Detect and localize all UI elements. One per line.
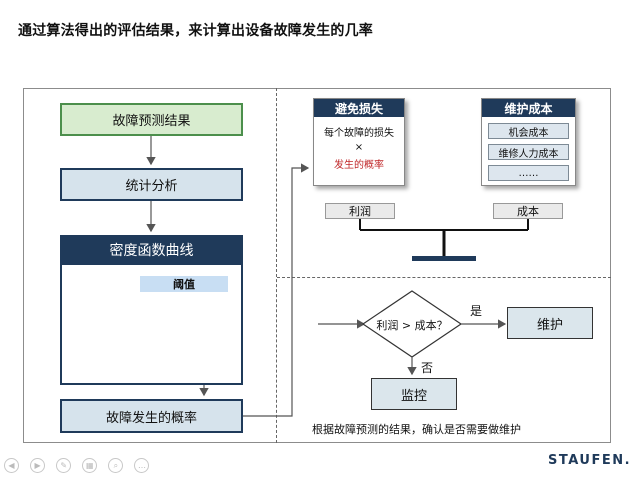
brand-logo: STAUFEN. bbox=[548, 453, 632, 468]
slides-icon[interactable]: ▦ bbox=[82, 458, 98, 473]
diagram-frame bbox=[23, 88, 611, 443]
next-icon[interactable]: ▶ bbox=[30, 458, 46, 473]
arrow-prob-to-avoid-loss bbox=[243, 163, 310, 417]
scale-base bbox=[412, 256, 476, 261]
loss-per-failure-text: 每个故障的损失 bbox=[324, 128, 394, 139]
caption-text: 根据故障预测的结果，确认是否需要做维护 bbox=[312, 423, 521, 436]
maintenance-cost-card: 维护成本 机会成本 维修人力成本 …… bbox=[481, 98, 576, 186]
page-title: 通过算法得出的评估结果，来计算出设备故障发生的几率 bbox=[18, 23, 373, 39]
slide-toolbar: ◀ ▶ ✎ ▦ ⌕ … bbox=[4, 455, 155, 474]
maintain-box: 维护 bbox=[507, 307, 593, 339]
cost-item: …… bbox=[488, 165, 569, 181]
threshold-label: 阈值 bbox=[140, 276, 228, 292]
zoom-icon[interactable]: ⌕ bbox=[108, 458, 124, 473]
horizontal-dashed-divider bbox=[277, 277, 611, 278]
no-label: 否 bbox=[421, 361, 434, 375]
statistical-analysis-box: 统计分析 bbox=[60, 168, 243, 201]
maintenance-cost-header: 维护成本 bbox=[482, 99, 575, 117]
prediction-result-box: 故障预测结果 bbox=[60, 103, 243, 136]
cost-item: 机会成本 bbox=[488, 123, 569, 139]
occurrence-probability-text: 发生的概率 bbox=[334, 160, 384, 171]
pen-icon[interactable]: ✎ bbox=[56, 458, 72, 473]
failure-probability-box: 故障发生的概率 bbox=[60, 399, 243, 433]
vertical-dashed-divider bbox=[276, 88, 277, 443]
profit-label: 利润 bbox=[325, 203, 395, 219]
cost-item: 维修人力成本 bbox=[488, 144, 569, 160]
decision-condition: 利润 > 成本？ bbox=[376, 319, 448, 332]
cost-label: 成本 bbox=[493, 203, 563, 219]
density-curve-header: 密度函数曲线 bbox=[60, 235, 243, 265]
avoid-loss-header: 避免损失 bbox=[314, 99, 404, 117]
monitor-box: 监控 bbox=[371, 378, 457, 410]
more-icon[interactable]: … bbox=[134, 458, 150, 473]
yes-label: 是 bbox=[470, 304, 483, 318]
multiply-sign: × bbox=[354, 142, 364, 153]
previous-icon[interactable]: ◀ bbox=[4, 458, 19, 473]
avoid-loss-card: 避免损失 每个故障的损失 × 发生的概率 bbox=[313, 98, 405, 186]
